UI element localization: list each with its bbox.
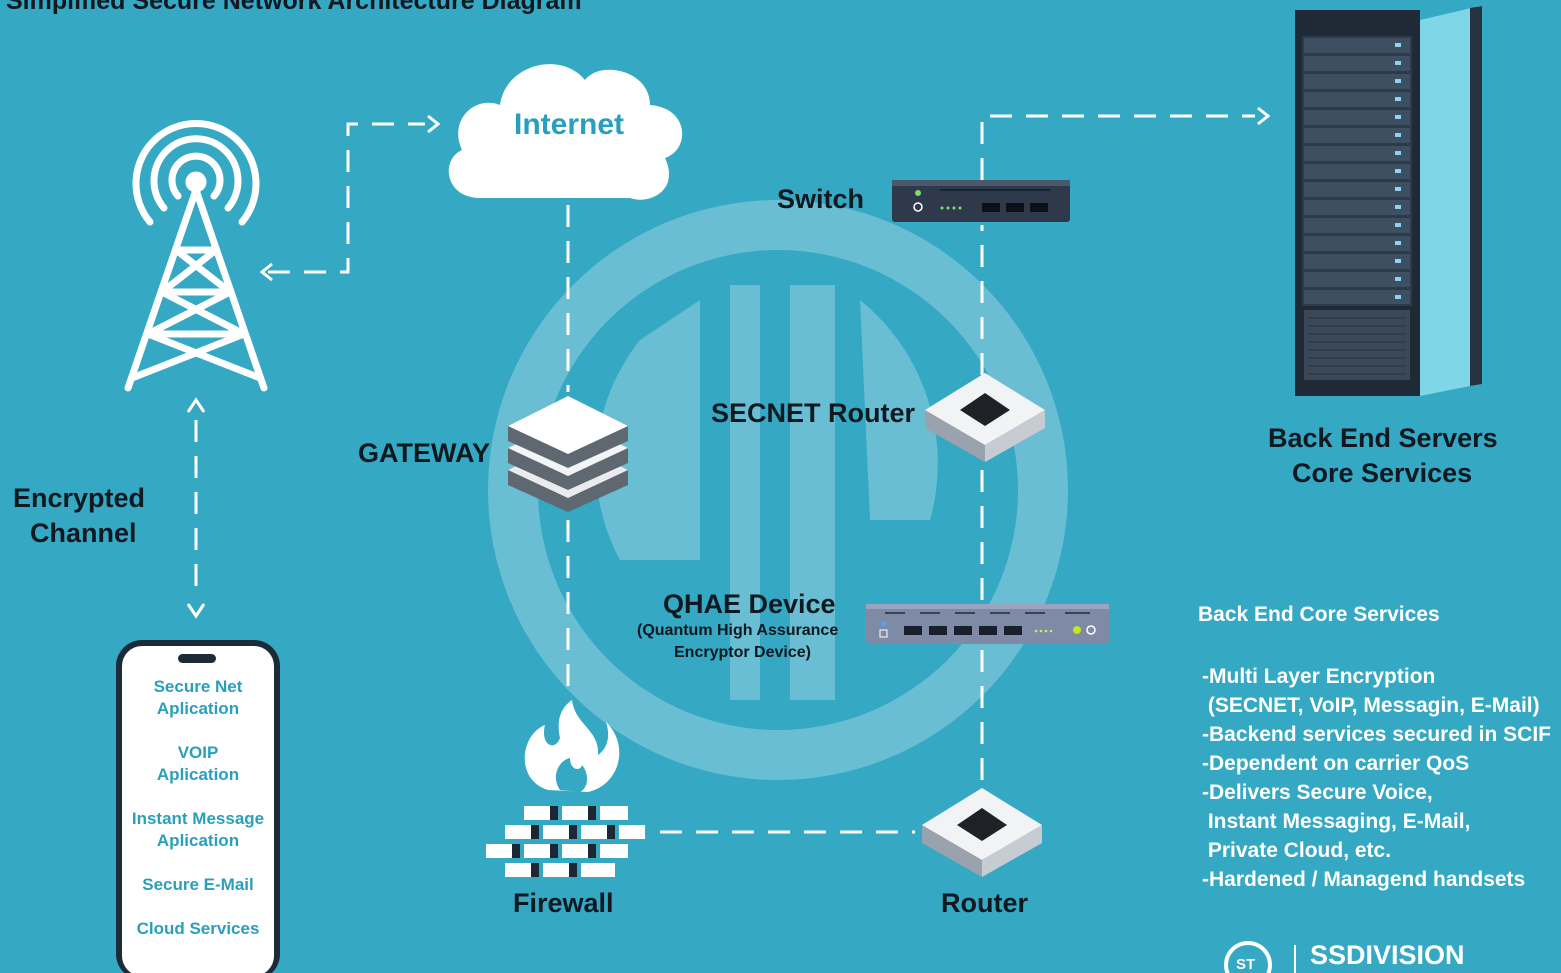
logo-name: SSDIVISION xyxy=(1310,940,1465,970)
services-line: -Delivers Secure Voice, xyxy=(1202,781,1433,804)
services-heading: Back End Core Services xyxy=(1198,603,1440,626)
secnet-router-icon xyxy=(925,373,1045,462)
switch-label: Switch xyxy=(777,184,865,214)
switch-icon xyxy=(892,180,1070,222)
services-line: -Backend services secured in SCIF xyxy=(1202,723,1551,746)
phone-item-secure-net[interactable]: Secure Net Aplication xyxy=(153,677,243,718)
arrowheads xyxy=(186,106,1271,619)
cloud-icon xyxy=(448,64,683,200)
cell-tower-icon xyxy=(124,120,268,392)
secnet-router-label: SECNET Router xyxy=(711,398,916,428)
core-services-label: Core Services xyxy=(1292,458,1473,488)
firewall-icon xyxy=(486,700,645,877)
services-line: (SECNET, VoIP, Messagin, E-Mail) xyxy=(1202,694,1540,717)
services-line: -Multi Layer Encryption xyxy=(1202,665,1436,688)
phone-item-voip[interactable]: VOIP Aplication xyxy=(156,743,240,784)
qhae-device-icon xyxy=(866,604,1109,644)
phone-app-list: Secure Net Aplication VOIP Aplication In… xyxy=(124,676,272,962)
logo-mark-text: ST xyxy=(1236,956,1256,973)
encrypted-channel-label-1: Encrypted xyxy=(13,483,146,513)
encrypted-channel-label-2: Channel xyxy=(30,518,137,548)
services-line: Private Cloud, etc. xyxy=(1202,839,1392,862)
qhae-subtitle-1: (Quantum High Assurance xyxy=(637,622,839,639)
services-line: -Hardened / Managend handsets xyxy=(1202,868,1526,891)
diagram-title: Simplified Secure Network Architecture D… xyxy=(6,0,582,15)
backend-servers-label: Back End Servers xyxy=(1268,423,1498,453)
internet-label: Internet xyxy=(514,108,625,141)
phone-icon xyxy=(116,640,280,973)
phone-item-instant-message[interactable]: Instant Message Aplication xyxy=(131,809,265,850)
st-logo-icon xyxy=(1224,941,1296,973)
services-line: Instant Messaging, E-Mail, xyxy=(1202,810,1471,833)
phone-item-cloud-services[interactable]: Cloud Services xyxy=(136,919,260,938)
firewall-label: Firewall xyxy=(513,888,614,918)
phone-item-secure-email[interactable]: Secure E-Mail xyxy=(142,875,254,894)
gateway-label: GATEWAY xyxy=(358,438,491,468)
router-icon xyxy=(922,788,1042,877)
qhae-title: QHAE Device xyxy=(663,589,836,619)
services-list: -Multi Layer Encryption (SECNET, VoIP, M… xyxy=(1202,662,1551,894)
gateway-icon xyxy=(508,396,628,512)
connectors xyxy=(194,114,1255,834)
server-rack-icon xyxy=(1295,6,1482,396)
qhae-subtitle-2: Encryptor Device) xyxy=(674,644,811,661)
services-line: -Dependent on carrier QoS xyxy=(1202,752,1470,775)
router-label: Router xyxy=(941,888,1028,918)
